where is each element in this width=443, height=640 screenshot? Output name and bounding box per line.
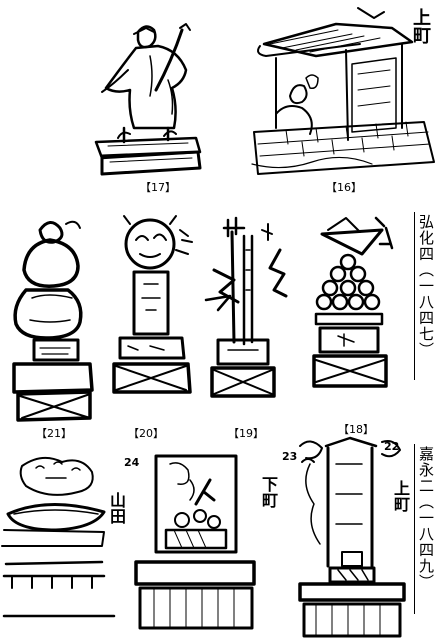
figure-23-sketch: 下町 (130, 450, 286, 640)
figure-19-sketch (198, 210, 298, 424)
figure-20-sketch (106, 210, 198, 424)
figure-21-sketch (6, 210, 98, 424)
era-divider-top (414, 212, 415, 380)
figure-16-sketch: 上町 (246, 4, 442, 182)
figure-18-sketch (304, 210, 404, 424)
figure-24-label: 24 (124, 456, 140, 469)
figure-21-label: 【21】 (36, 427, 72, 440)
figure-22-sketch: 上町 (286, 434, 420, 640)
figure-18-label: 【18】 (338, 423, 374, 436)
figure-22-label: 22 (384, 440, 400, 453)
figure-17-label: 【17】 (140, 181, 176, 194)
figure-16-calligraphy: 上町 (410, 8, 431, 44)
era-divider-bottom (414, 444, 415, 614)
figure-23-label: 23 (282, 450, 298, 463)
figure-20-label: 【20】 (128, 427, 164, 440)
figure-19-label: 【19】 (228, 427, 264, 440)
era-label-kaei: 嘉永二（一八四九） (417, 446, 435, 590)
era-label-koka: 弘化四（一八四七） (417, 214, 435, 358)
figure-17-sketch (88, 10, 206, 178)
figure-16-label: 【16】 (326, 181, 362, 194)
figure-23-calligraphy: 下町 (259, 476, 278, 508)
figure-24-calligraphy: 山田 (107, 492, 126, 524)
figure-24-sketch: 山田 (2, 446, 134, 640)
figure-22-calligraphy: 上町 (391, 480, 410, 512)
